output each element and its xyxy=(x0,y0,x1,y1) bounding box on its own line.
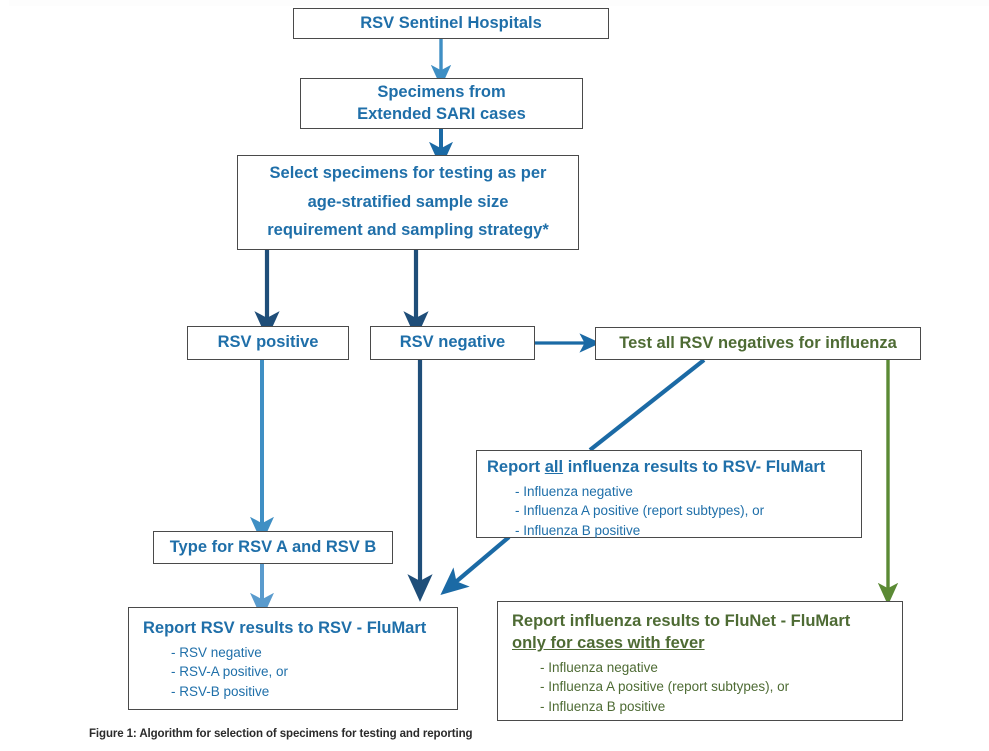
edge-report-all-to-report-rsv xyxy=(440,535,511,595)
node-report-rsv-results-flumart[interactable]: Report RSV results to RSV - FluMart - RS… xyxy=(128,607,458,710)
node-rsv-positive[interactable]: RSV positive xyxy=(187,326,349,360)
node-title: Report RSV results to RSV - FluMart xyxy=(143,619,427,637)
node-report-influenza-results-flunet[interactable]: Report influenza results to FluNet - Flu… xyxy=(497,601,903,721)
node-test-all-rsv-negatives[interactable]: Test all RSV negatives for influenza xyxy=(595,327,921,360)
node-bullet-list: - Influenza negative - Influenza A posit… xyxy=(512,658,789,717)
list-item: - RSV-B positive xyxy=(171,683,270,699)
figure-caption: Figure 1: Algorithm for selection of spe… xyxy=(89,728,473,740)
list-item: - Influenza B positive xyxy=(515,522,641,538)
node-title-line1: Select specimens for testing as per xyxy=(269,163,547,182)
left-margin xyxy=(0,0,9,751)
node-title-pre: Report xyxy=(487,458,545,476)
node-title: RSV positive xyxy=(217,333,319,352)
node-title-line3: requirement and sampling strategy* xyxy=(267,221,549,240)
node-title: Type for RSV A and RSV B xyxy=(169,537,377,556)
node-title-emphasis: all xyxy=(544,458,564,476)
node-title-post: influenza results to RSV- FluMart xyxy=(563,458,826,476)
list-item: - Influenza B positive xyxy=(540,698,666,714)
node-bullet-list: - RSV negative - RSV-A positive, or - RS… xyxy=(143,643,288,702)
node-title-line2: age-stratified sample size xyxy=(307,192,509,211)
node-specimens-from-extended-sari[interactable]: Specimens from Extended SARI cases xyxy=(300,78,583,129)
node-title-line1: Report influenza results to FluNet - Flu… xyxy=(512,612,851,630)
node-title: Test all RSV negatives for influenza xyxy=(619,333,897,352)
node-rsv-negative[interactable]: RSV negative xyxy=(370,326,535,360)
node-bullet-list: - Influenza negative - Influenza A posit… xyxy=(487,482,764,541)
node-rsv-sentinel-hospitals[interactable]: RSV Sentinel Hospitals xyxy=(293,8,609,39)
list-item: - RSV-A positive, or xyxy=(171,664,289,680)
list-item: - Influenza negative xyxy=(540,659,658,675)
top-strip xyxy=(0,0,989,6)
list-item: - Influenza A positive (report subtypes)… xyxy=(515,503,765,519)
node-title: Report all influenza results to RSV- Flu… xyxy=(487,457,825,479)
node-title-line2: only for cases with fever xyxy=(512,633,705,652)
node-select-specimens[interactable]: Select specimens for testing as per age-… xyxy=(237,155,579,250)
node-title-line2: Extended SARI cases xyxy=(357,104,526,123)
list-item: - RSV negative xyxy=(171,644,262,660)
node-title: RSV negative xyxy=(399,333,506,352)
edge-test-to-report-all-influenza xyxy=(588,358,706,452)
node-title: RSV Sentinel Hospitals xyxy=(360,13,542,32)
node-type-for-rsv-a-and-b[interactable]: Type for RSV A and RSV B xyxy=(153,531,393,564)
list-item: - Influenza A positive (report subtypes)… xyxy=(540,679,790,695)
list-item: - Influenza negative xyxy=(515,483,633,499)
node-report-all-influenza-rsv-flumart[interactable]: Report all influenza results to RSV- Flu… xyxy=(476,450,862,538)
node-title-line1: Specimens from xyxy=(377,82,506,101)
